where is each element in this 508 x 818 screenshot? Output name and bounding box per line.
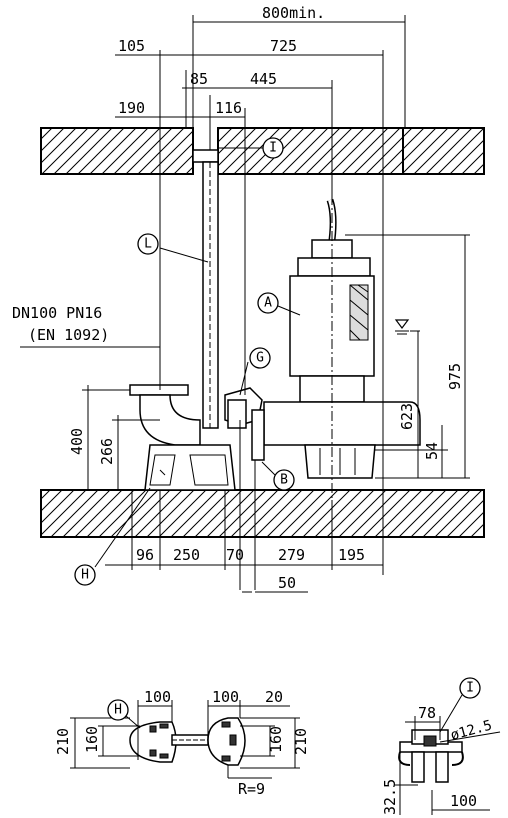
dim-bottom-100b: 100 [212,688,239,706]
top-dimensions [115,15,406,575]
dim-70: 70 [226,546,244,564]
dim-250: 250 [173,546,200,564]
dim-bottom-78: 78 [418,704,436,722]
callout-H-detail: H [107,699,141,729]
floor-slab [40,489,485,538]
dim-85: 85 [190,70,208,88]
dim-445: 445 [250,70,277,88]
dim-bottom-100c: 100 [450,792,477,810]
dim-bottom-210a: 210 [54,728,72,755]
dim-105: 105 [118,37,145,55]
dim-bottom-r9: R=9 [238,780,265,798]
flange-leader [20,346,161,388]
flange-spec-line1: DN100 PN16 [12,304,102,322]
dim-195: 195 [338,546,365,564]
dim-bottom-32-5: 32.5 [381,779,399,815]
dim-190: 190 [118,99,145,117]
svg-text:B: B [280,473,288,488]
svg-text:H: H [114,703,122,718]
callout-I: I [218,137,284,159]
dim-bottom-210b: 210 [292,728,310,755]
dim-bottom-160a: 160 [83,726,101,753]
callout-B: B [261,461,295,491]
base-plan-view [70,700,300,779]
svg-text:I: I [269,141,277,156]
svg-text:G: G [256,351,264,366]
callout-G: G [239,347,271,396]
flange-spec-line2: (EN 1092) [28,326,109,344]
dim-bottom-100a: 100 [144,688,171,706]
dim-975: 975 [446,363,464,390]
dim-400: 400 [68,428,86,455]
svg-text:L: L [144,237,152,252]
dim-bottom-phi: ø12.5 [449,717,494,743]
callout-H: H [74,487,151,586]
dim-725: 725 [270,37,297,55]
dim-bottom-20: 20 [265,688,283,706]
dim-279: 279 [278,546,305,564]
pump-body [251,195,421,500]
callout-I-detail: I [439,677,481,733]
callout-L: L [137,233,209,263]
dim-96: 96 [136,546,154,564]
guide-pipe [192,149,219,429]
dim-bottom-160b: 160 [267,726,285,753]
left-dimensions [82,385,160,490]
ceiling-slab [40,127,485,175]
svg-text:I: I [466,681,474,696]
svg-text:H: H [81,568,89,583]
dim-116: 116 [215,99,242,117]
bottom-dimensions [105,420,383,593]
dim-50: 50 [278,574,296,592]
top-bracket-detail [395,716,501,815]
water-level-icon [394,319,410,335]
right-dimensions [345,234,470,479]
svg-text:A: A [264,296,272,311]
discharge-elbow [129,384,236,491]
callout-A: A [257,292,301,316]
dim-266: 266 [98,438,116,465]
dim-800: 800min. [262,4,325,22]
dim-54: 54 [423,442,441,460]
dim-623: 623 [398,403,416,430]
